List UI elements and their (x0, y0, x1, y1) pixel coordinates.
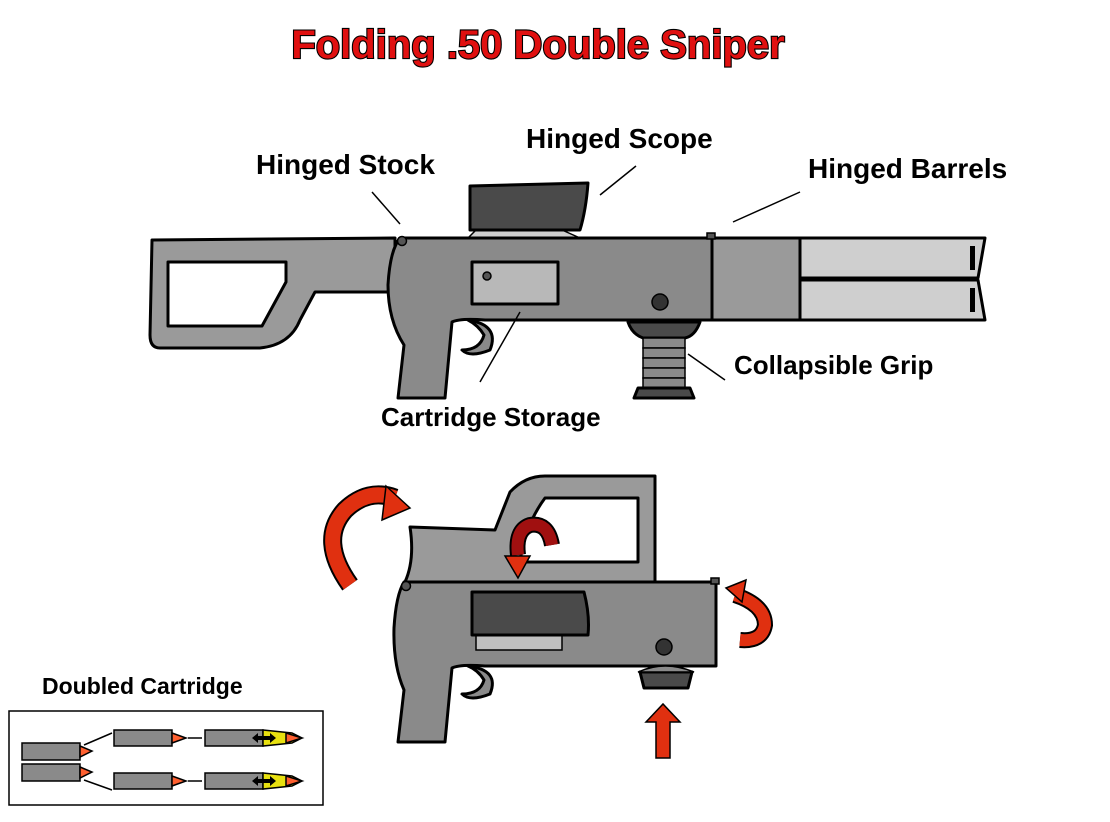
folded-barrel-knob (710, 577, 720, 585)
receiver (386, 236, 714, 400)
leader-stock (371, 191, 401, 225)
barrel-hinge-block (710, 236, 802, 322)
collapsible-grip (632, 337, 696, 400)
upper-barrel-slot (970, 246, 975, 270)
arrow-grip-collapse (644, 702, 682, 759)
rifle-folded (392, 474, 720, 744)
doubled-cartridge-illustration (21, 729, 305, 791)
rifle-deployed (148, 181, 987, 400)
folded-grip-pin (655, 638, 673, 656)
label-hinged-scope: Hinged Scope (526, 123, 713, 154)
arrow-scope-fold (503, 516, 560, 580)
label-collapsible-grip: Collapsible Grip (734, 350, 933, 380)
scope (468, 181, 590, 232)
arrow-stock-fold (323, 484, 412, 591)
label-doubled-cartridge: Doubled Cartridge (42, 673, 243, 699)
grip-mount (626, 320, 702, 340)
leader-barrels (732, 191, 801, 223)
stock-hinge-pin (396, 235, 408, 247)
lower-barrel (798, 278, 987, 322)
leader-scope (599, 165, 637, 196)
folded-scope (470, 590, 590, 637)
stock-cutout (166, 260, 288, 328)
storage-pin (482, 271, 492, 281)
folded-grip-top (637, 665, 695, 673)
folded-trigger (460, 664, 494, 700)
grip-hinge-pin (651, 293, 669, 311)
diagram-title: Folding .50 Double Sniper (291, 23, 784, 67)
upper-barrel (798, 236, 987, 280)
folded-stock-hinge-pin (400, 580, 412, 592)
leader-grip (687, 353, 726, 381)
arrow-barrel-fold (724, 578, 774, 649)
barrel-hinge-knob (706, 232, 716, 240)
label-cartridge-storage: Cartridge Storage (381, 402, 601, 432)
cartridge-storage-panel (470, 260, 560, 306)
folded-grip (638, 670, 694, 690)
lower-barrel-slot (970, 288, 975, 312)
label-hinged-stock: Hinged Stock (256, 149, 435, 180)
leader-storage (479, 311, 521, 383)
label-hinged-barrels: Hinged Barrels (808, 153, 1007, 184)
trigger (460, 318, 494, 356)
